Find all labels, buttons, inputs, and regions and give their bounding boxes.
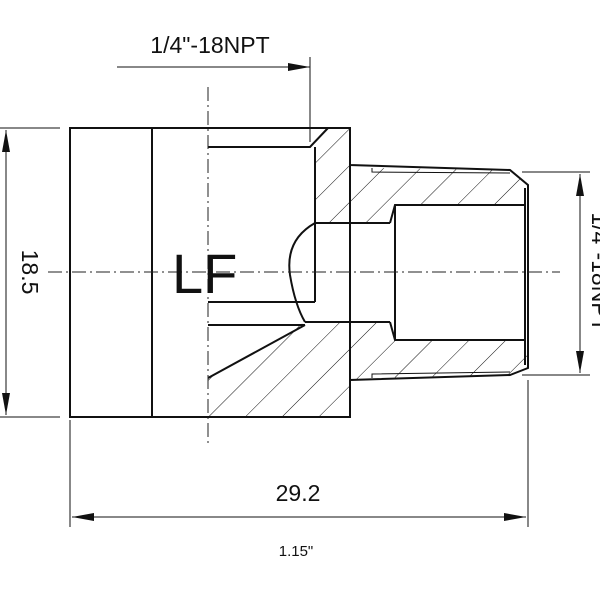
height-dimension: 18.5 <box>0 127 60 418</box>
thread-top-label: 1/4"-18NPT <box>150 32 269 58</box>
section-hatching <box>208 128 528 417</box>
length-inch-label: 1.15" <box>279 543 314 560</box>
thread-right-label: 1/4"-18NPT <box>587 212 600 331</box>
thread-right-dimension: 1/4"-18NPT <box>522 171 600 376</box>
length-dimension: 29.2 1.15" <box>69 380 529 560</box>
thread-top-dimension: 1/4"-18NPT <box>117 32 311 142</box>
fitting-body <box>69 127 529 418</box>
length-label: 29.2 <box>276 480 321 506</box>
part-marking: LF <box>172 242 237 305</box>
height-label: 18.5 <box>17 250 43 295</box>
